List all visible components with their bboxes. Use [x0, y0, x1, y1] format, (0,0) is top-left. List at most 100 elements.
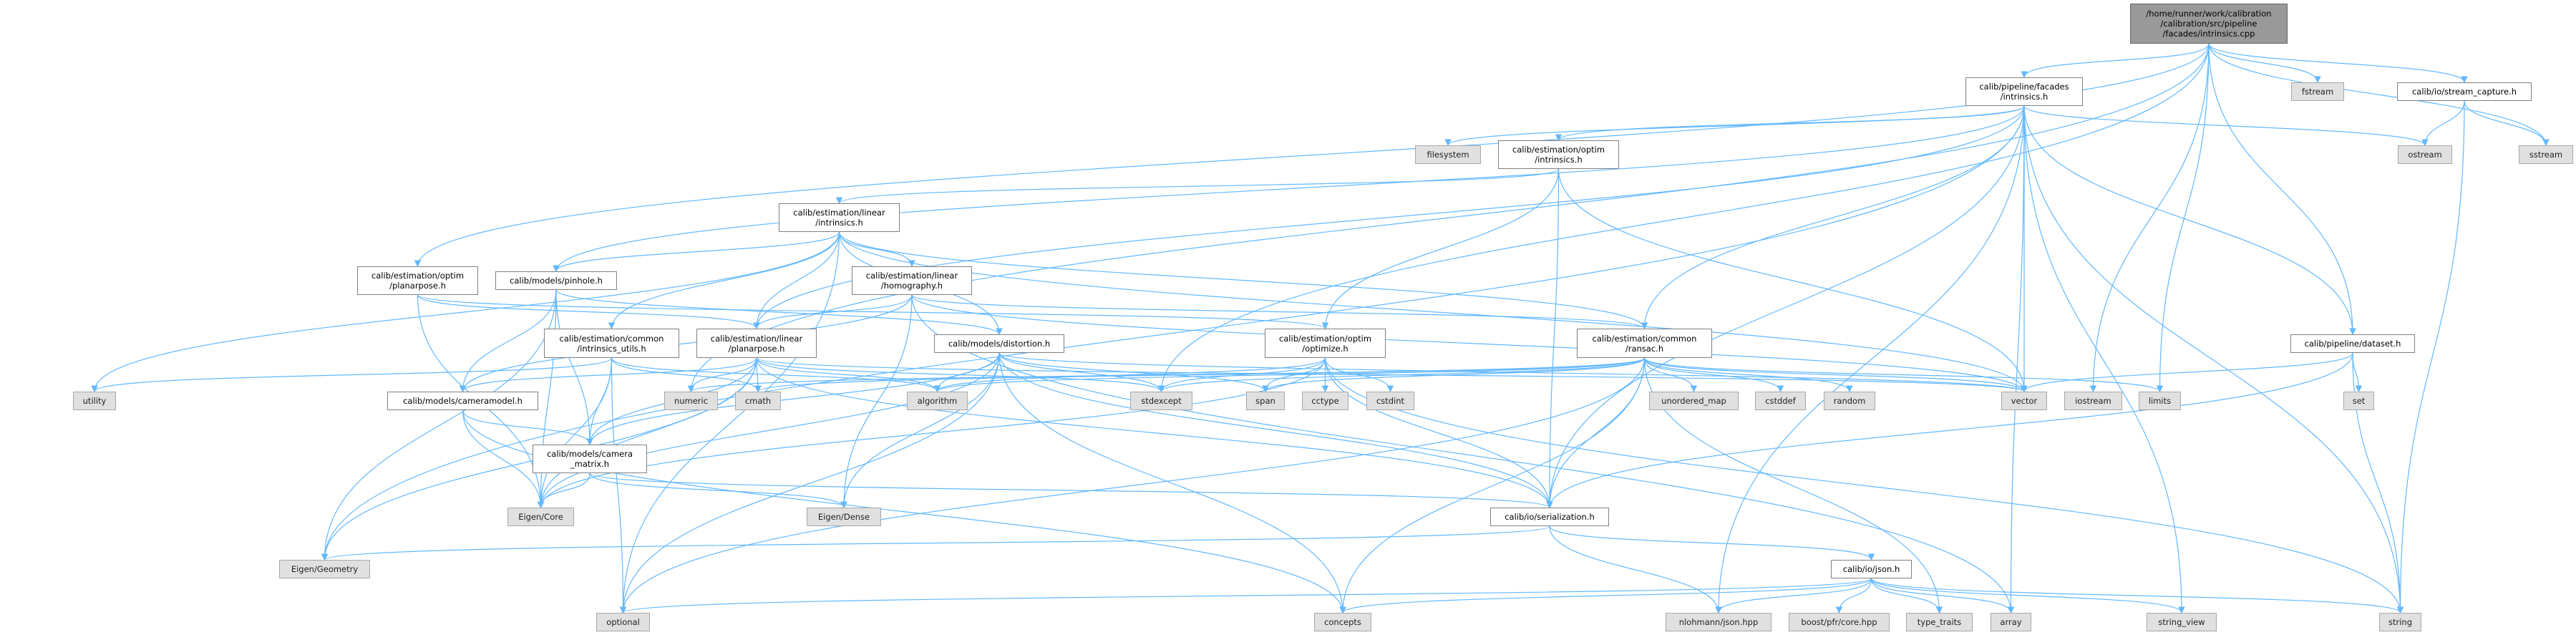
edge-homography-to-cameramodel [459, 294, 913, 392]
edge-ransac-to-algorithm [933, 357, 1646, 392]
node-ostream[interactable]: ostream [2398, 145, 2452, 164]
node-cctype[interactable]: cctype [1302, 392, 1348, 410]
edge-json_h-to-boost_pfr [1835, 578, 1872, 614]
node-limits[interactable]: limits [2139, 392, 2181, 410]
edge-root-to-optim_planarpose [414, 43, 2210, 267]
edge-distortion-to-optional [619, 352, 1000, 614]
edge-root-to-numeric [687, 43, 2210, 392]
edge-intrinsics_utils-to-cmath [611, 357, 762, 392]
edge-intrinsics_utils-to-algorithm [611, 357, 941, 392]
node-algorithm[interactable]: algorithm [907, 392, 968, 410]
node-array[interactable]: array [1991, 613, 2031, 631]
edge-distortion-to-eigen_dense [840, 352, 1000, 508]
edge-ransac-to-span [1262, 357, 1646, 392]
edge-linear_intrinsics-to-pinhole [553, 231, 840, 272]
node-ransac[interactable]: calib/estimation/common /ransac.h [1577, 329, 1712, 358]
edge-facades-to-serialization [1546, 105, 2025, 508]
edge-linear_intrinsics-to-ransac [838, 231, 1648, 329]
node-fstream[interactable]: fstream [2291, 82, 2344, 101]
node-vector[interactable]: vector [2001, 392, 2047, 410]
edge-optim_intrinsics-to-linear_intrinsics [835, 168, 1560, 204]
edge-camera_matrix-to-eigen_dense [589, 472, 847, 508]
edge-camera_matrix-to-serialization [589, 472, 1553, 508]
node-cmath[interactable]: cmath [735, 392, 781, 410]
node-stream-capture[interactable]: calib/io/stream_capture.h [2397, 82, 2532, 101]
edge-cameramodel-to-camera_matrix [462, 409, 593, 445]
edge-stream_capture-to-ostream [2421, 100, 2465, 146]
edge-pinhole-to-eigen_core [537, 289, 557, 508]
edge-ransac-to-vector [1643, 357, 2028, 392]
edge-optimize-to-stdexcept [1157, 357, 1326, 392]
node-eigen-geometry[interactable]: Eigen/Geometry [279, 560, 370, 578]
node-iostream[interactable]: iostream [2064, 392, 2122, 410]
edge-ransac-to-cstddef [1643, 357, 1784, 392]
node-cstddef[interactable]: cstddef [1755, 392, 1806, 410]
node-span[interactable]: span [1246, 392, 1285, 410]
node-random[interactable]: random [1824, 392, 1875, 410]
node-eigen-dense[interactable]: Eigen/Dense [807, 508, 881, 526]
node-unordered-map[interactable]: unordered_map [1649, 392, 1739, 410]
node-distortion[interactable]: calib/models/distortion.h [934, 334, 1064, 353]
edge-cameramodel-to-concepts [462, 409, 1346, 614]
edge-stream_capture-to-sstream [2464, 100, 2550, 146]
node-root[interactable]: /home/runner/work/calibration /calibrati… [2130, 4, 2288, 44]
edge-facades-to-string_view [2023, 105, 2185, 614]
node-pinhole[interactable]: calib/models/pinhole.h [495, 271, 617, 290]
node-homography[interactable]: calib/estimation/linear /homography.h [852, 266, 972, 295]
edge-ransac-to-random [1643, 357, 1853, 392]
node-eigen-core[interactable]: Eigen/Core [507, 508, 574, 526]
edge-pinhole-to-distortion [555, 289, 1003, 335]
edge-linear_intrinsics-to-vector [838, 231, 2028, 392]
edge-facades-to-dataset [2023, 105, 2356, 335]
node-string-view[interactable]: string_view [2147, 613, 2217, 631]
node-camera-matrix[interactable]: calib/models/camera _matrix.h [533, 445, 647, 473]
node-concepts[interactable]: concepts [1314, 613, 1371, 631]
node-dataset[interactable]: calib/pipeline/dataset.h [2290, 334, 2415, 353]
edge-distortion-to-serialization [998, 352, 1553, 508]
edge-camera_matrix-to-eigen_core [537, 472, 590, 508]
edge-intrinsics_utils-to-optional [611, 357, 627, 614]
node-serialization[interactable]: calib/io/serialization.h [1490, 508, 1609, 526]
edge-root-to-stream_capture [2208, 43, 2468, 83]
edge-facades-to-eigen_geometry [321, 105, 2025, 561]
edge-distortion-to-concepts [998, 352, 1346, 614]
node-facades[interactable]: calib/pipeline/facades /intrinsics.h [1965, 77, 2083, 106]
edge-facades-to-nlohmann [1715, 105, 2025, 614]
node-optim-planarpose[interactable]: calib/estimation/optim /planarpose.h [357, 266, 478, 295]
edge-linear_planarpose-to-cameramodel [459, 357, 757, 392]
node-type-traits[interactable]: type_traits [1906, 613, 1973, 631]
node-numeric[interactable]: numeric [664, 392, 718, 410]
node-json-h[interactable]: calib/io/json.h [1831, 560, 1912, 578]
node-optional[interactable]: optional [596, 613, 650, 631]
node-linear-intrinsics[interactable]: calib/estimation/linear /intrinsics.h [779, 203, 900, 232]
edge-intrinsics_utils-to-eigen_core [537, 357, 613, 508]
edge-homography-to-vector [911, 294, 2028, 392]
edge-ransac-to-cmath [754, 357, 1646, 392]
edge-serialization-to-eigen_geometry [321, 525, 1550, 561]
node-set[interactable]: set [2343, 392, 2374, 410]
node-cameramodel[interactable]: calib/models/cameramodel.h [387, 392, 538, 410]
node-sstream[interactable]: sstream [2519, 145, 2573, 164]
node-intrinsics-utils[interactable]: calib/estimation/common /intrinsics_util… [544, 329, 679, 358]
node-optim-intrinsics[interactable]: calib/estimation/optim /intrinsics.h [1498, 140, 1619, 169]
node-string[interactable]: string [2379, 613, 2421, 631]
node-cstdint[interactable]: cstdint [1366, 392, 1414, 410]
edge-json_h-to-string [1870, 578, 2404, 614]
node-stdexcept[interactable]: stdexcept [1130, 392, 1192, 410]
edge-dataset-to-vector [2021, 352, 2353, 392]
edge-linear_planarpose-to-algorithm [756, 357, 941, 392]
node-filesystem[interactable]: filesystem [1415, 145, 1481, 164]
edge-cameramodel-to-eigen_core [462, 409, 545, 508]
edge-distortion-to-eigen_core [537, 352, 1000, 508]
edge-ransac-to-concepts [1339, 357, 1646, 614]
edge-homography-to-eigen_dense [840, 294, 913, 508]
node-optimize[interactable]: calib/estimation/optim /optimize.h [1265, 329, 1386, 358]
edge-facades-to-linear_planarpose [753, 105, 2025, 329]
edge-optim_intrinsics-to-vector [1557, 168, 2028, 392]
node-nlohmann[interactable]: nlohmann/json.hpp [1666, 613, 1771, 631]
node-utility[interactable]: utility [73, 392, 116, 410]
edge-root-to-limits [2156, 43, 2210, 392]
node-boost-pfr[interactable]: boost/pfr/core.hpp [1789, 613, 1890, 631]
node-linear-planarpose[interactable]: calib/estimation/linear /planarpose.h [696, 329, 817, 358]
